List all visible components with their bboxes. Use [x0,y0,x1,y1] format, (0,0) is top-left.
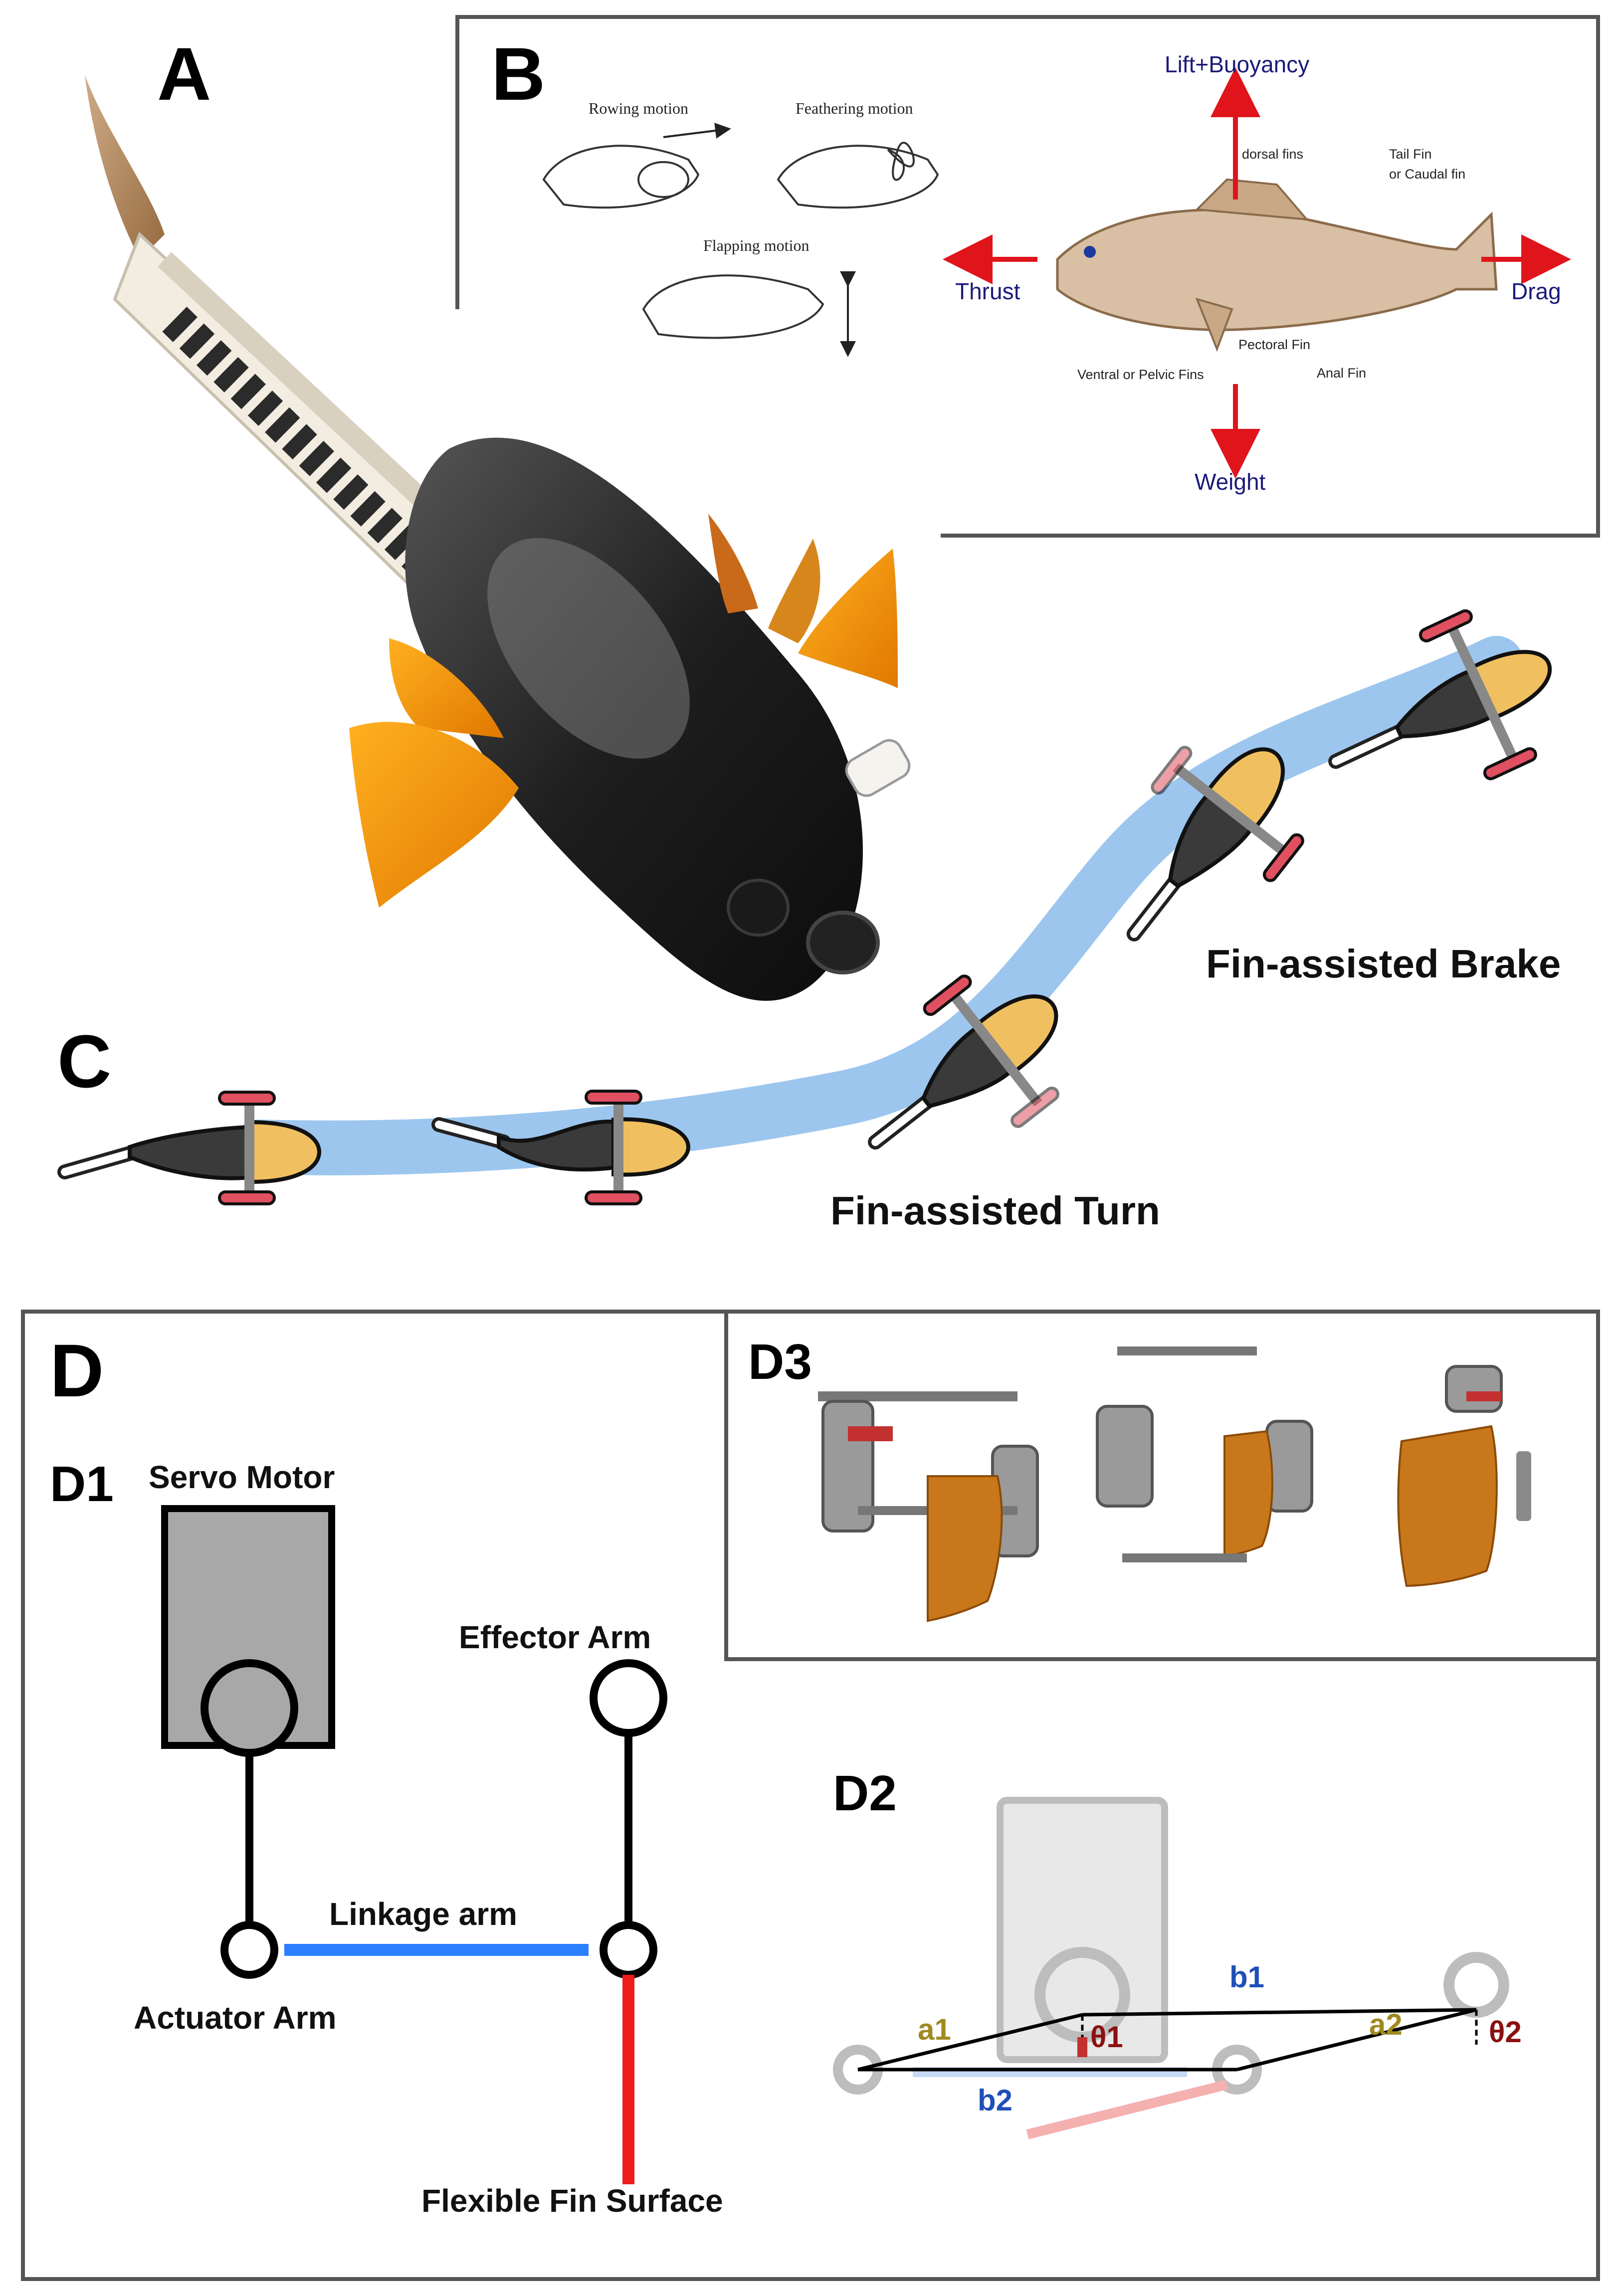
lift-label: Lift+Buoyancy [1165,51,1309,77]
d2-a1-label: a1 [918,2013,951,2046]
effector-top-joint [590,1659,667,1737]
feathering-loop [887,142,915,181]
rowing-label: Rowing motion [589,99,688,117]
fish-icon-5 [1328,609,1552,780]
panel-c: C [57,609,1561,1233]
rowing-sketch [542,145,700,209]
panel-d1: D1 Servo Motor Effector Arm Linkage arm … [50,1456,723,2219]
spine-segments [113,231,501,626]
force-diagram: Lift+Buoyancy Thrust Drag Weight dorsal … [943,51,1571,495]
fin-motion-sketches: Rowing motion Feathering motion Flapping… [542,99,939,357]
panel-b-frame [455,15,1600,538]
sensor-mount [845,739,911,797]
d2-theta1-label: θ1 [1090,2020,1123,2054]
fish-body [1056,208,1498,332]
panel-b-letter: B [491,32,545,116]
panel-d2: D2 a1 a2 b1 b2 θ1 θ2 [833,1765,1522,2139]
left-fin-lower [349,722,519,908]
brake-label: Fin-assisted Brake [1206,942,1561,986]
effector-bottom-joint [600,1921,657,1979]
d1-title: D1 [50,1456,114,1512]
servo-shaft [201,1659,298,1757]
feathering-label: Feathering motion [796,99,913,117]
tail-label-1: Tail Fin [1389,147,1432,162]
panel-d: D D1 Servo Motor Effector Arm Linkage ar… [21,1310,1600,2281]
d2-b1-label: b1 [1229,1960,1264,1994]
d2-red-accent [1077,2037,1087,2057]
fish-icon-2 [431,1090,691,1205]
dorsal-fin-shape [1195,178,1309,221]
right-fin-3 [798,549,898,688]
d2-b2-label: b2 [978,2084,1012,2117]
d2-a2-label: a2 [1369,2008,1403,2041]
turn-label: Fin-assisted Turn [830,1188,1160,1233]
servo-label: Servo Motor [149,1459,335,1495]
flapping-label: Flapping motion [703,236,809,254]
panel-b: B Rowing motion Feathering motion Flappi… [455,15,1600,538]
robot-fish-render [85,75,911,1001]
tail-label-2: or Caudal fin [1389,167,1465,182]
d3-assembly-2 [1096,1346,1313,1562]
right-fin-1 [708,514,758,613]
anal-label: Anal Fin [1317,366,1366,381]
ventral-label: Ventral or Pelvic Fins [1077,367,1204,382]
d3-assembly-1 [818,1391,1039,1622]
feathering-sketch [777,145,939,209]
thrust-label: Thrust [955,278,1020,304]
d2-right-pivot-ghost [1443,1952,1509,2018]
rowing-loop [637,161,689,198]
d3-assembly-3 [1397,1365,1531,1587]
pectoral-label: Pectoral Fin [1238,337,1310,352]
panel-a: A [85,32,911,1001]
panel-d3-frame [724,1310,1600,1661]
fish-eye [1084,246,1096,258]
actuator-joint [220,1921,278,1979]
effector-label: Effector Arm [459,1619,651,1655]
actuator-label: Actuator Arm [134,2000,337,2036]
hull-window [487,538,690,759]
front-port [727,879,790,937]
d2-fin-ghost [1026,2080,1228,2139]
panel-c-letter: C [57,1019,111,1103]
right-fin-2 [768,539,820,643]
panel-d-letter: D [50,1329,104,1412]
fish-icon-3 [868,974,1059,1150]
linkage-label: Linkage arm [329,1896,517,1932]
panel-a-letter: A [157,32,211,116]
d2-link-a1 [857,2013,1083,2072]
camera-lens [806,911,880,974]
d2-theta2-label: θ2 [1489,2015,1522,2049]
fish-icon-1 [57,1091,322,1205]
left-fin-upper [389,638,504,738]
panel-d3: D3 [748,1334,1531,1622]
fish-icon-4 [1126,746,1304,942]
fin-surface-label: Flexible Fin Surface [421,2183,723,2219]
flapping-sketch [642,274,824,339]
rowing-arrow [663,123,731,139]
d2-title: D2 [833,1765,897,1821]
d2-link-a2 [1236,2008,1477,2072]
tail-fin-shape [85,75,165,259]
d2-link-b1 [1082,2008,1477,2017]
panel-d-frame [21,1310,1600,2281]
drag-label: Drag [1511,278,1561,304]
weight-label: Weight [1195,469,1266,495]
dorsal-label: dorsal fins [1242,147,1303,162]
d3-title: D3 [748,1334,812,1390]
pectoral-fin-shape [1195,297,1233,352]
